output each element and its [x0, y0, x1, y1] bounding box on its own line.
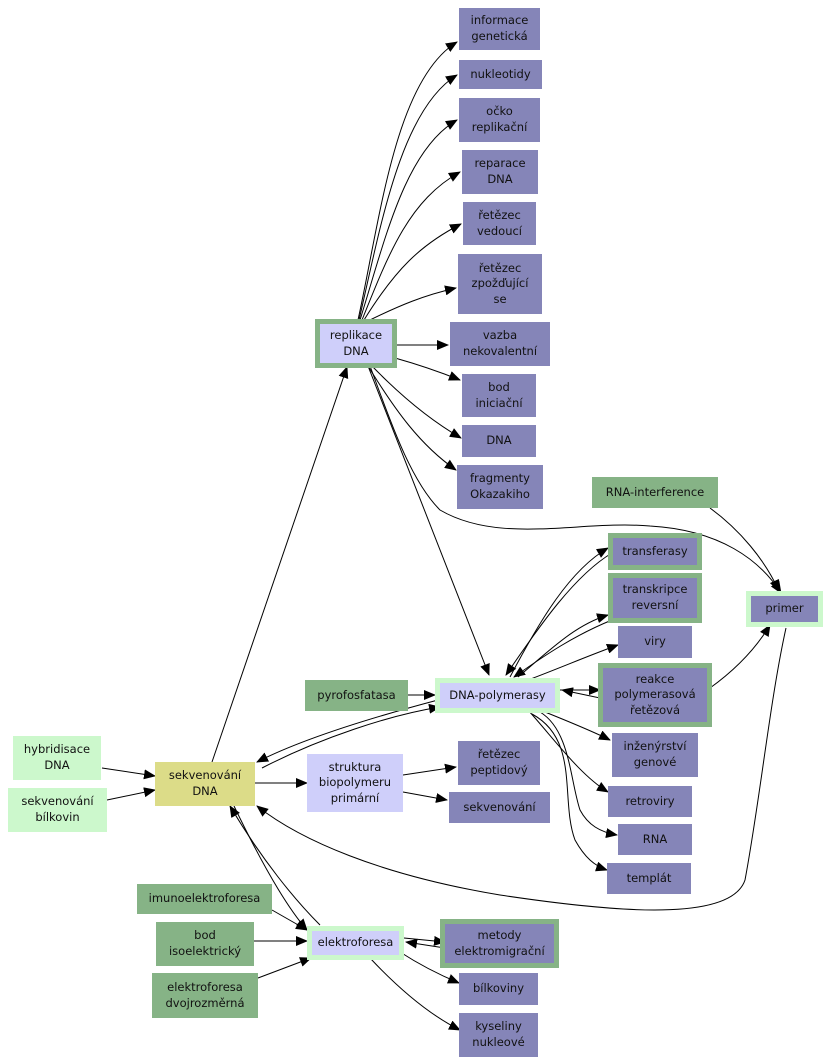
node-bilkoviny: bílkoviny — [459, 973, 538, 1005]
edge-primer-sekvenovani — [256, 627, 787, 911]
edge-replikace-primer — [369, 365, 782, 594]
edge-replikace-dna — [371, 365, 462, 439]
node-elektroforesa-dvojrozmerna: elektroforesa dvojrozměrná — [152, 973, 258, 1018]
edge-replikace-nukleotidy — [358, 74, 458, 321]
edge-elektroforesa-sekvenovani — [229, 805, 321, 926]
edge-replikace-reparace — [361, 171, 461, 321]
edge-replikace-okazaki — [367, 365, 457, 471]
edge-sekvenovani-polymerasy — [261, 703, 441, 769]
node-primer: primer — [746, 591, 823, 627]
node-informace-geneticka: informace genetická — [459, 8, 540, 50]
node-struktura-biopolymeru-primarni: struktura biopolymeru primární — [307, 754, 403, 812]
node-dna-polymerasy: DNA-polymerasy — [435, 678, 560, 713]
node-bod-isoelektricky: bod isoelektrický — [156, 922, 254, 966]
edge-imuno-elektroforesa — [271, 909, 308, 931]
edge-elektroforesa-kyseliny — [369, 957, 461, 1031]
node-reakce-polymerasova-retezova: reakce polymerasová řetězová — [598, 663, 712, 727]
edge-transferasy-polymerasy — [505, 552, 613, 676]
node-transkripce-reversni: transkripce reversní — [608, 573, 702, 623]
edge-polymerasy-rna — [539, 711, 618, 839]
node-viry: viry — [618, 626, 692, 658]
edge-replikace-informace — [357, 41, 458, 321]
edge-rnai-primer — [709, 507, 780, 592]
edge-replikace-polymerasy — [367, 365, 490, 676]
node-nukleotidy: nukleotidy — [459, 60, 542, 89]
node-templat: templát — [607, 863, 691, 894]
edge-polymerasy-templat — [531, 713, 608, 872]
edge-hybridisace-sekvenovani — [101, 767, 156, 780]
edge-pcr-polymerasy — [561, 687, 601, 699]
node-hybridisace-dna: hybridisace DNA — [13, 736, 101, 780]
node-retroviry: retroviry — [608, 786, 692, 817]
edge-elektroforesa-bilkoviny — [399, 951, 460, 984]
edge-struktura-peptidovy — [402, 763, 457, 776]
node-retezec-zpozdujici-se: řetězec zpožďující se — [458, 254, 542, 314]
node-sekvenovani-bilkovin: sekvenování bílkovin — [8, 788, 107, 832]
node-bod-iniciacni: bod iniciační — [462, 374, 536, 417]
edge-replikace-bod-iniciacni — [394, 357, 461, 381]
node-inzenyrstvi-genove: inženýrství genové — [612, 733, 698, 777]
node-retezec-vedouci: řetězec vedoucí — [463, 202, 536, 245]
edge-polymerasy-viry — [527, 643, 619, 681]
edge-polymerasy-transkripce — [517, 613, 609, 678]
edge-elektroforesa-metody — [403, 935, 446, 946]
edge-pcr-primer — [709, 624, 771, 689]
node-kyseliny-nukleove: kyseliny nukleové — [459, 1013, 538, 1057]
node-ocko-replikacni: očko replikační — [459, 98, 540, 142]
edge-replikace-ocko — [359, 119, 458, 321]
edge-sekvenovani-replikace — [211, 366, 349, 763]
node-vazba-nekovalentni: vazba nekovalentní — [450, 322, 550, 366]
edge-polymerasy-sekvenovani — [256, 699, 439, 763]
node-fragmenty-okazakiho: fragmenty Okazakiho — [457, 465, 543, 509]
edge-struktura-sekvenovani — [402, 791, 448, 803]
node-reparace-dna: reparace DNA — [462, 150, 538, 194]
edge-metody-elektroforesa — [405, 938, 446, 949]
node-sekvenovani: sekvenování — [449, 792, 550, 823]
node-pyrofosfatasa: pyrofosfatasa — [305, 680, 408, 711]
node-elektroforesa: elektroforesa — [307, 926, 404, 960]
edge-replikace-zpozdujici — [365, 285, 457, 323]
edge-dvojrozmerna-elektroforesa — [257, 957, 312, 979]
node-imunoelektroforesa: imunoelektroforesa — [137, 884, 272, 914]
edge-bilkovin-sekvenovani — [106, 787, 156, 801]
node-transferasy: transferasy — [608, 533, 702, 570]
edge-polymerasy-transferasy — [509, 547, 609, 678]
edge-polymerasy-retroviry — [527, 709, 609, 793]
node-dna: DNA — [462, 425, 536, 457]
edge-transkripce-polymerasy — [513, 619, 613, 678]
node-retezec-peptidovy: řetězec peptidový — [458, 741, 540, 785]
node-replikace-dna: replikace DNA — [315, 319, 397, 368]
node-rna: RNA — [618, 824, 692, 855]
node-rna-interference: RNA-interference — [592, 477, 718, 508]
node-metody-elektromigracni: metody elektromigrační — [440, 919, 559, 968]
node-sekvenovani-dna: sekvenování DNA — [155, 762, 255, 806]
edge-replikace-vedouci — [363, 223, 462, 321]
